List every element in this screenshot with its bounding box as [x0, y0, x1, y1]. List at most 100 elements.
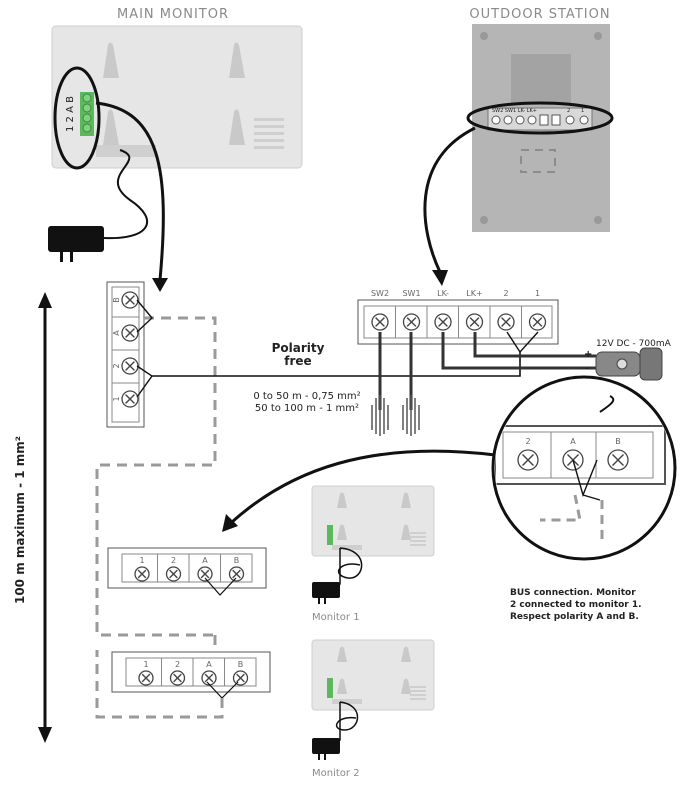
screw-slot	[141, 673, 151, 683]
minus-label: -	[585, 363, 589, 374]
mount-hook	[229, 42, 245, 78]
mount-hook	[103, 42, 119, 78]
outdoor-bus-wire	[152, 352, 521, 377]
terminal-label: SW1	[402, 289, 420, 298]
screw-slot	[125, 295, 135, 305]
monitor2-label: Monitor 2	[312, 768, 360, 779]
screw-slot	[406, 317, 417, 327]
outdoor-station-title: OUTDOOR STATION	[469, 7, 610, 22]
terminal-inner	[111, 286, 140, 423]
screw-slot	[438, 317, 448, 327]
adapter-cable	[103, 149, 149, 240]
monitor-1	[311, 485, 435, 585]
screw-slot	[612, 454, 624, 466]
screw-slot	[204, 673, 214, 683]
distance-arrow: 100 m maximum - 1 mm²	[13, 292, 52, 743]
power-supply-label: 12V DC - 700mA	[596, 339, 672, 349]
lock-wire-minus	[441, 332, 596, 370]
terminal-label: A	[206, 660, 212, 669]
mini-terminal-labels: SW2 SW1 LK- LK+	[492, 108, 537, 114]
cable-spec-1: 0 to 50 m - 0,75 mm²	[253, 391, 360, 402]
terminal-label: B	[234, 556, 240, 565]
main-monitor-terminal-strip: 1 2 A B	[65, 92, 94, 136]
badge-reader	[520, 149, 556, 173]
bus-wire	[136, 299, 153, 333]
adapter-body	[48, 226, 104, 252]
lock-bolt	[639, 347, 663, 381]
bus-wire	[506, 331, 539, 354]
main-power-adapter	[48, 149, 149, 262]
terminal-label: B	[112, 297, 121, 303]
outdoor-mini-screws	[491, 114, 589, 126]
terminal-block	[327, 525, 333, 545]
arrow-head	[222, 514, 238, 532]
arrow-head	[152, 278, 168, 292]
screw-slot	[137, 569, 147, 579]
bus-dashed-line	[95, 650, 224, 719]
screw-slot	[232, 569, 241, 579]
monitor2-power-adapter	[312, 738, 340, 760]
lock-wire-plus	[473, 332, 596, 358]
terminal-label: 2	[171, 556, 176, 565]
connector-slot	[96, 145, 156, 157]
monitor2-terminal-block: 1 2 A B	[111, 651, 271, 699]
highlight-ellipse	[53, 66, 101, 170]
terminal-label: B	[238, 660, 244, 669]
zoom-detail: 2 A B	[491, 375, 677, 561]
connection-arrow	[95, 101, 165, 281]
terminal-label: A	[202, 556, 208, 565]
polarity-label-2: free	[284, 354, 311, 368]
main-monitor: 1 2 A B	[51, 25, 303, 170]
screw-slot	[169, 569, 178, 579]
terminal-label: 1	[112, 396, 121, 401]
polarity-label-1: Polarity	[272, 341, 325, 355]
cable-spec-2: 50 to 100 m - 1 mm²	[255, 403, 359, 414]
distance-label: 100 m maximum - 1 mm²	[13, 436, 27, 604]
terminal-label: 2	[503, 289, 508, 298]
screw-slot	[532, 317, 543, 327]
connection-arrow	[230, 449, 496, 524]
terminal-inner	[121, 553, 253, 583]
terminal-label: 1	[143, 660, 148, 669]
monitor1-label: Monitor 1	[312, 612, 360, 623]
terminal-label: 1	[535, 289, 540, 298]
screw-slot	[501, 317, 511, 327]
terminal-label: LK+	[466, 289, 482, 298]
bus-note-1: BUS connection. Monitor	[510, 588, 636, 598]
mini-terminal-labels: 1	[581, 108, 584, 114]
terminal-label: A	[570, 437, 576, 446]
screw-slot	[375, 317, 385, 327]
bus-note-3: Respect polarity A and B.	[510, 612, 639, 622]
screw-slot	[469, 317, 480, 327]
push-button-sw2	[371, 395, 389, 436]
terminal-label: 2	[112, 363, 121, 368]
highlight-ellipse	[466, 101, 614, 135]
push-button-sw1	[402, 395, 420, 436]
camera-window	[511, 54, 571, 104]
main-monitor-title: MAIN MONITOR	[117, 7, 229, 22]
bus-note-2: 2 connected to monitor 1.	[510, 600, 642, 610]
electric-lock	[595, 347, 663, 381]
monitor-2	[311, 639, 435, 741]
screw-slot	[236, 673, 245, 683]
screw-slot	[125, 394, 135, 404]
monitor1-power-adapter	[312, 582, 340, 604]
outdoor-station: SW2 SW1 LK- LK+ 2 1	[466, 24, 614, 232]
terminal-label: 2	[525, 437, 530, 446]
terminal-label: A	[112, 330, 121, 336]
terminal-block	[327, 678, 333, 698]
screw-slot	[200, 569, 210, 579]
arrow-head	[432, 270, 448, 286]
screw-slot	[125, 361, 135, 371]
terminal-labels: 1 2 A B	[65, 96, 76, 132]
mount-hook	[103, 109, 119, 145]
screw-slot	[125, 328, 135, 338]
terminal-label: 2	[175, 660, 180, 669]
terminal-label: B	[615, 437, 621, 446]
terminal-label: LK-	[437, 289, 449, 298]
plus-label: +	[584, 349, 592, 360]
screw-slot	[173, 673, 182, 683]
terminal-label: 1	[139, 556, 144, 565]
